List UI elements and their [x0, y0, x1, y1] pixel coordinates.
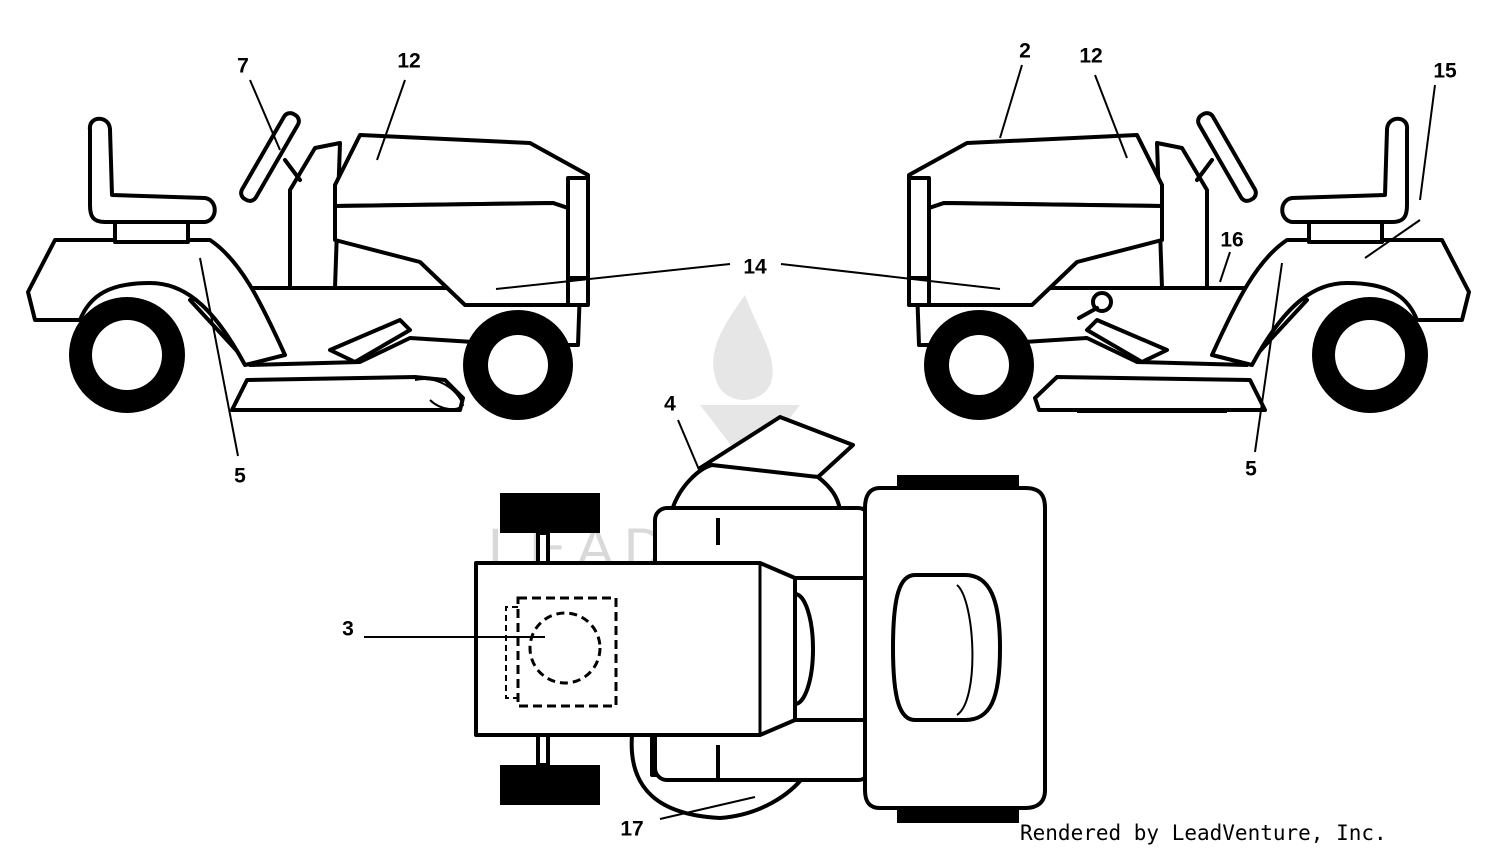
seat-right [1280, 116, 1410, 224]
steering-wheel-left [239, 111, 301, 203]
hood-top [474, 561, 797, 737]
front-tire-top [500, 493, 600, 533]
pedal-left [328, 318, 412, 364]
tractor-right-side-view [907, 111, 1471, 420]
callout-16: 16 [1220, 229, 1243, 252]
callout-12-left: 12 [397, 50, 420, 73]
rear-fender-right [1210, 238, 1471, 367]
callout-4: 4 [664, 393, 676, 416]
hood-lower-right [927, 201, 1164, 307]
watermark-flame-icon [713, 295, 773, 400]
footer-credit: Rendered by LeadVenture, Inc. [1020, 821, 1387, 845]
tractor-left-side-view [26, 111, 590, 420]
leader-lines [199, 64, 1436, 820]
engine-decal-top [516, 596, 618, 708]
seat-top-view [891, 573, 1002, 722]
callouts: 7 12 2 12 15 16 14 5 5 4 3 17 [234, 40, 1457, 841]
mower-deck-left [230, 375, 465, 412]
callout-3: 3 [342, 618, 354, 641]
callout-5-left: 5 [234, 465, 246, 488]
callout-17: 17 [620, 818, 643, 841]
callout-15: 15 [1433, 60, 1457, 83]
pedal-right [1085, 318, 1169, 364]
rear-wheel-right [1312, 297, 1428, 413]
callout-12-right: 12 [1079, 45, 1102, 68]
mower-deck-top [670, 463, 842, 512]
seat-left [87, 116, 217, 224]
callout-14: 14 [743, 256, 767, 279]
steering-wheel-right [1196, 111, 1258, 203]
dash-left [288, 141, 342, 290]
callout-7: 7 [237, 55, 249, 78]
dash-right [1155, 141, 1209, 290]
callout-5-right: 5 [1245, 458, 1257, 481]
mower-deck-right [1033, 375, 1267, 412]
callout-2: 2 [1019, 40, 1031, 63]
rear-wheel-left [69, 297, 185, 413]
tractor-top-view [474, 415, 1047, 823]
grille-right [907, 176, 931, 280]
front-tire-bottom [500, 765, 600, 805]
front-wheel-right [924, 310, 1034, 420]
front-wheel-left [463, 310, 573, 420]
rear-fender-left [26, 238, 287, 367]
grille-left [566, 176, 590, 280]
hood-lower-left [333, 201, 570, 307]
